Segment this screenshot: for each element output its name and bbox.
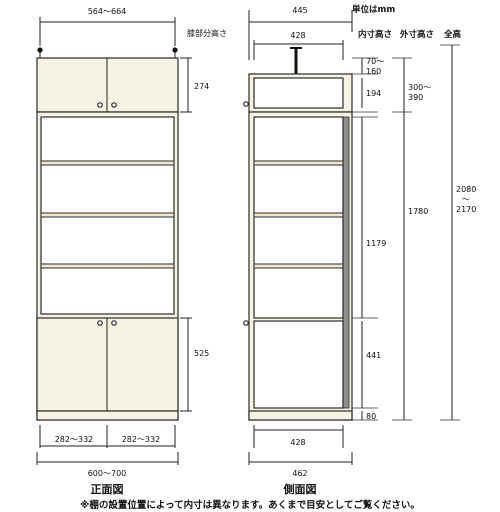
body-outer-label: 1780 (408, 207, 428, 216)
side-lower-knob-icon[interactable] (243, 320, 249, 326)
shelf-1 (40, 160, 175, 166)
side-shelf-3 (253, 263, 344, 269)
shelf-2 (40, 212, 175, 218)
beam-height-label: 膝部分高さ (187, 28, 227, 38)
inner-top-depth-label: 428 (290, 31, 305, 40)
front-view: 564～664 膝部分高さ 274 525 (36, 7, 227, 496)
total-height-label: 2080 ～ 2170 (456, 185, 479, 214)
side-shelf-2 (253, 212, 344, 218)
right-door-width-label: 282～332 (122, 435, 161, 444)
unit-label: 単位はmm (352, 4, 395, 15)
side-plinth (248, 410, 353, 421)
upper-left-knob-icon[interactable] (97, 102, 103, 108)
open-section-inner-label: 1179 (366, 239, 386, 248)
outer-height-header: 外寸高さ (399, 29, 434, 40)
left-door-width-label: 282～332 (55, 435, 94, 444)
left-pole-pin-icon (37, 47, 43, 53)
upper-cabinet-inner-label: 194 (366, 89, 381, 98)
bottom-total-depth-label: 462 (292, 469, 307, 478)
total-height-header: 全高 (443, 29, 462, 40)
side-view-title: 側面図 (283, 482, 317, 496)
top-depth-label: 445 (292, 6, 307, 15)
front-plinth (36, 410, 179, 421)
side-shelf-1 (253, 160, 344, 166)
side-upper-knob-icon[interactable] (243, 101, 249, 107)
lower-right-knob-icon[interactable] (111, 320, 117, 326)
lower-left-knob-icon[interactable] (97, 320, 103, 326)
total-width-label: 600～700 (88, 469, 127, 478)
side-view: 445 428 7 (243, 4, 479, 496)
side-back-panel (342, 116, 350, 409)
front-view-title: 正面図 (91, 482, 124, 496)
upper-outer-label: 300～ 390 (408, 83, 434, 102)
right-pole-pin-icon (172, 47, 178, 53)
plinth-label: 80 (366, 412, 376, 421)
upper-right-knob-icon[interactable] (111, 102, 117, 108)
upper-gap-label: 70～ 160 (366, 57, 387, 76)
lower-cabinet-height-label: 525 (194, 349, 209, 358)
footnote: ※棚の設置位置によって内寸は異なります。あくまで目安としてご覧ください。 (80, 499, 420, 511)
upper-cabinet-height-label: 274 (194, 82, 209, 91)
inner-height-header: 内寸高さ (358, 29, 392, 40)
bottom-inner-depth-label: 428 (290, 438, 305, 447)
top-width-label: 564～664 (88, 7, 127, 16)
lower-cabinet-inner-label: 441 (366, 351, 381, 360)
shelf-3 (40, 263, 175, 269)
